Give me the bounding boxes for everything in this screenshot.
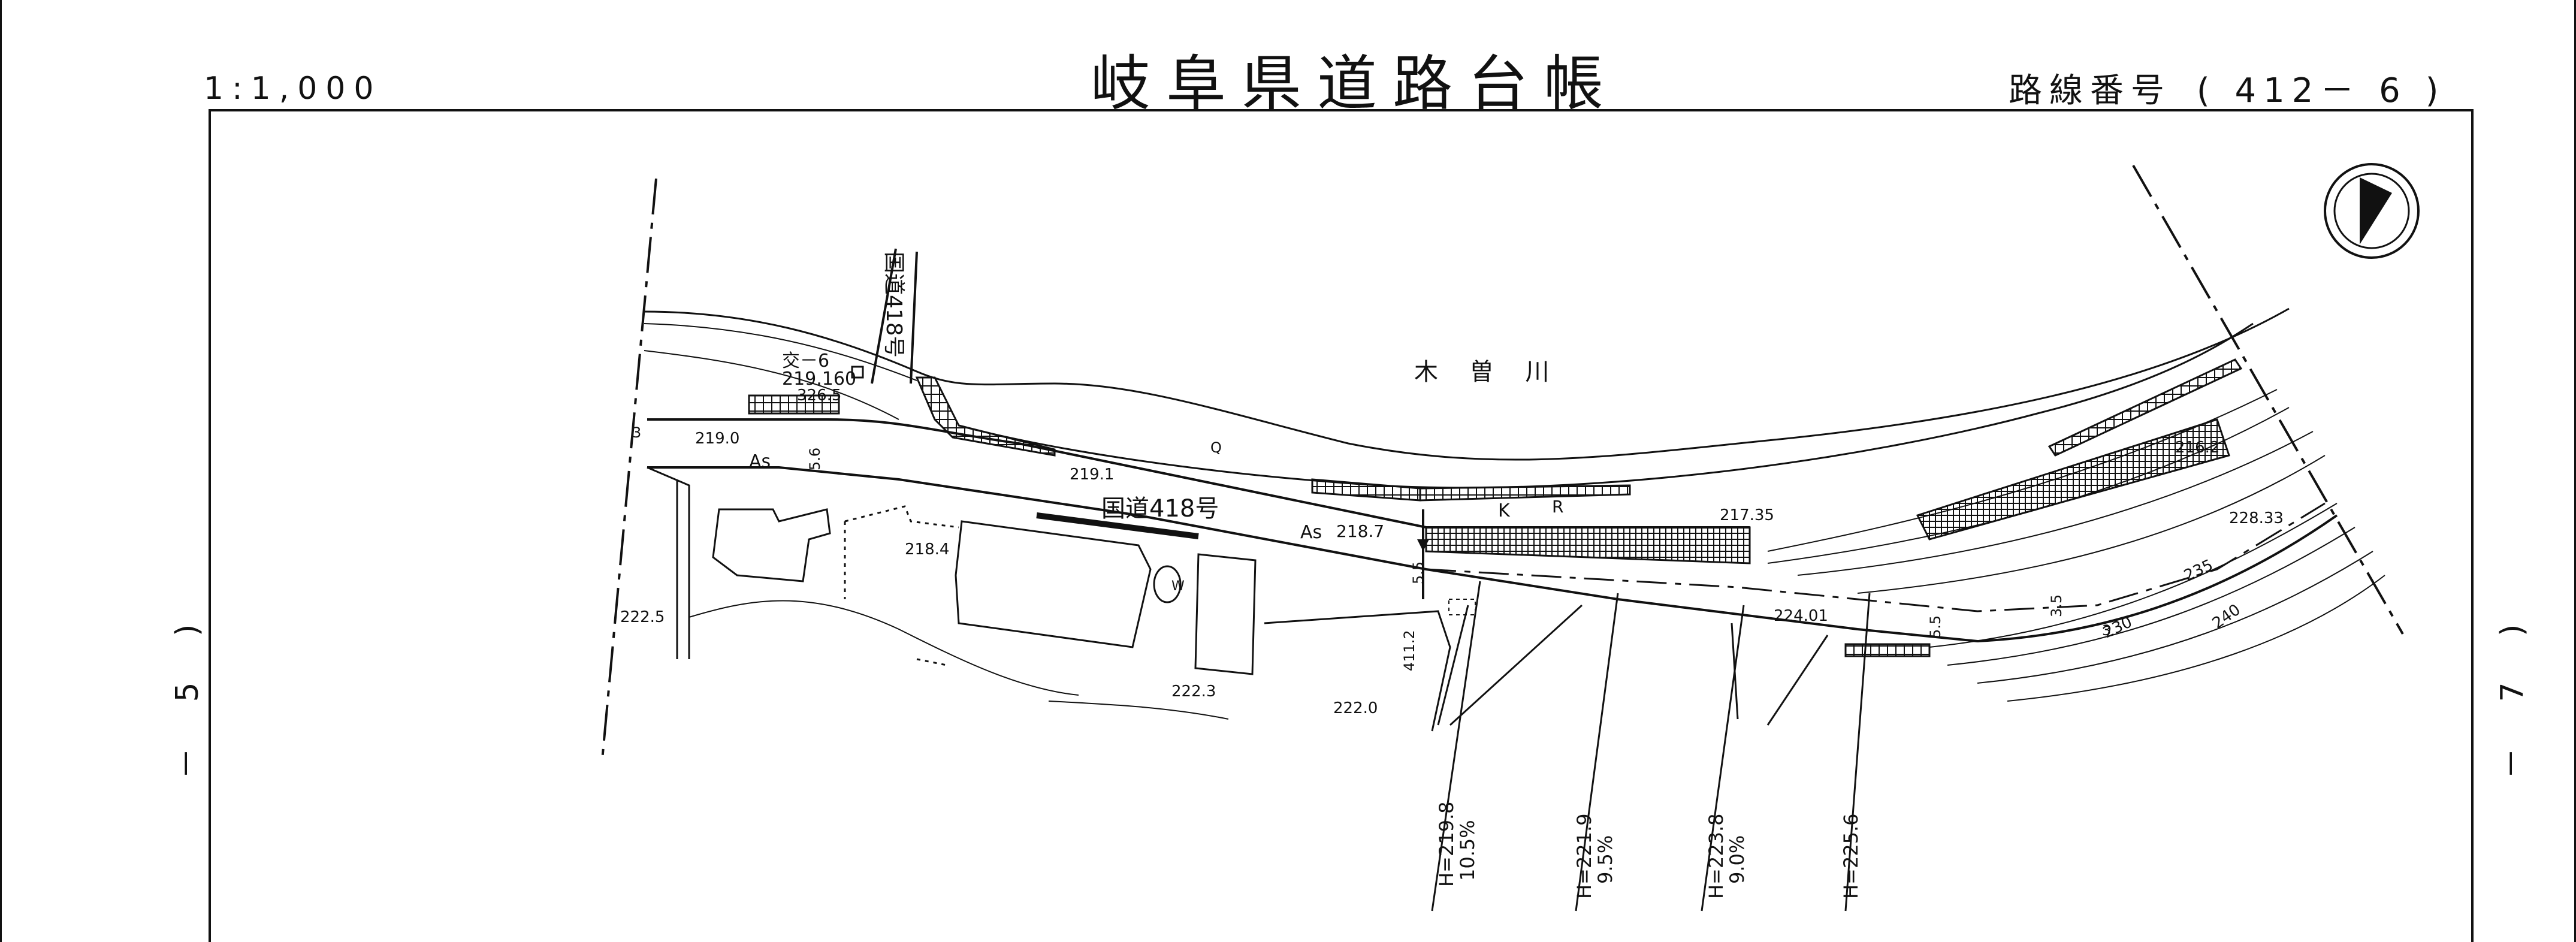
benchmark: 224.01: [1774, 607, 1828, 625]
symbol-label: K: [1498, 500, 1511, 521]
benchmark: 219.0: [695, 430, 739, 448]
width-label: 3.5: [2048, 594, 2065, 617]
river-bank-north: [644, 307, 2290, 461]
north-arrow-icon: [2324, 163, 2420, 259]
river-bank-south: [958, 322, 2254, 489]
height-note: H=219.8: [1435, 802, 1458, 887]
page-title: 岐阜県道路台帳: [1091, 49, 1619, 119]
benchmark: 222.5: [620, 608, 665, 626]
contour-label: 240: [2209, 601, 2244, 633]
building-1: [712, 508, 831, 582]
pavement-label: As: [749, 451, 771, 472]
grade-note: 10.5%: [1456, 820, 1479, 881]
benchmark: 411.2: [1401, 630, 1418, 671]
benchmark: 218.4: [905, 541, 949, 558]
contour-label: 235: [2181, 556, 2216, 585]
section-lines: [1431, 581, 1871, 911]
benchmark: 216.2: [2175, 439, 2219, 457]
benchmark: 219.1: [1070, 466, 1114, 484]
symbol-label: W: [1171, 579, 1185, 594]
symbol-label: Q: [1210, 439, 1222, 456]
width-label: 3: [2102, 622, 2111, 639]
boundary-right: [2132, 165, 2404, 635]
benchmark: 218.7: [1336, 521, 1384, 541]
benchmark: 217.35: [1720, 506, 1774, 524]
grade-note: 9.0%: [1726, 835, 1748, 884]
benchmark: 326.5: [797, 387, 841, 404]
width-label: 5.6: [807, 448, 823, 470]
height-note: H=221.9: [1573, 814, 1596, 899]
width-label: 5.5: [1927, 615, 1944, 638]
building-3: [1194, 553, 1257, 675]
road-edge-north: [647, 418, 1750, 529]
contours: [1767, 389, 2385, 702]
road-name-main: 国道418号: [1101, 495, 1219, 523]
benchmark: 222.0: [1333, 699, 1378, 717]
route-label: 路線番号: [2009, 71, 2172, 110]
contour-label: 230: [2100, 613, 2135, 642]
route-number-value: ( 412－ 6 ): [2196, 71, 2446, 110]
width-label: 5.5: [1410, 561, 1427, 584]
river-name: 木 曽 川: [1414, 358, 1561, 386]
road-name-branch: 国道418号: [881, 252, 906, 358]
branch-road: [871, 248, 918, 384]
road-centerline: [1426, 502, 2326, 612]
height-notes: H=219.8 10.5% H=221.9 9.5% H=223.8 9.0% …: [1435, 802, 1862, 899]
scale-label: 1:1,000: [204, 71, 382, 107]
boundary-left: [601, 178, 657, 760]
road-edge-south: [647, 466, 2338, 643]
route-number: 路線番号 ( 412－ 6 ): [2009, 64, 2445, 112]
height-note: H=223.8: [1705, 814, 1728, 899]
benchmark: 228.33: [2229, 509, 2284, 527]
benchmark: 222.3: [1171, 683, 1216, 701]
pavement-label: As: [1300, 522, 1322, 543]
intersection-label: 交－6: [782, 351, 829, 372]
grade-note: 9.5%: [1594, 835, 1617, 884]
symbol-label: R: [1552, 497, 1563, 517]
benchmark: 219.160: [782, 369, 856, 390]
map-frame: [209, 109, 2474, 942]
building-2: [955, 520, 1152, 648]
height-note: H=225.6: [1840, 814, 1862, 899]
width-label: 3: [632, 424, 641, 441]
